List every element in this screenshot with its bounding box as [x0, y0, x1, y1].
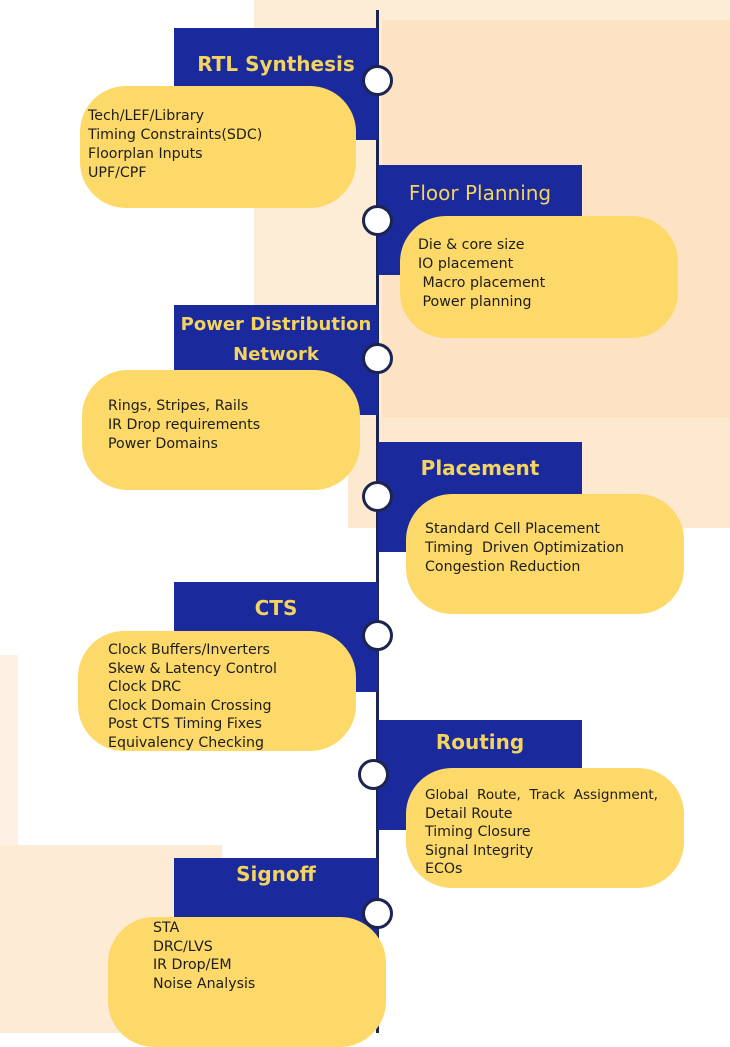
- stage-details-floor-planning: Die & core size IO placement Macro place…: [400, 216, 678, 338]
- detail-item: Timing Closure: [425, 824, 531, 840]
- stage-title: RTL Synthesis: [197, 52, 355, 76]
- detail-item: Global Route, Track Assignment,: [425, 787, 658, 803]
- stage-title-line-2: Network: [233, 344, 319, 365]
- detail-item: Rings, Stripes, Rails: [108, 398, 249, 414]
- stage-details-rtl-synthesis: Tech/LEF/Library Timing Constraints(SDC)…: [80, 86, 356, 208]
- detail-item: Detail Route: [425, 805, 513, 822]
- timeline-node-cts: [362, 620, 393, 651]
- detail-item: DRC/LVS: [153, 938, 213, 955]
- timeline-node-floor-planning: [362, 205, 393, 236]
- detail-item: Floorplan Inputs: [88, 146, 203, 162]
- stage-details-signoff: STA DRC/LVS IR Drop/EM Noise Analysis: [108, 917, 386, 1047]
- stage-details-cts: Clock Buffers/Inverters Skew & Latency C…: [78, 631, 356, 751]
- detail-item: Standard Cell Placement: [425, 521, 600, 537]
- detail-item: IR Drop requirements: [108, 417, 261, 433]
- stage-title: Placement: [420, 456, 540, 480]
- detail-item: Timing Constraints(SDC): [88, 127, 263, 143]
- detail-item: Equivalency Checking: [108, 734, 264, 751]
- detail-item: Power planning: [418, 294, 532, 310]
- detail-item: Signal Integrity: [425, 842, 534, 859]
- timeline-spine: [376, 10, 379, 1033]
- detail-item: Macro placement: [418, 275, 546, 291]
- stage-title: CTS: [254, 596, 298, 620]
- detail-item: Clock Buffers/Inverters: [108, 642, 270, 658]
- detail-item: Clock DRC: [108, 679, 182, 695]
- backdrop-panel-left: [0, 655, 18, 845]
- stage-title: Signoff: [236, 862, 316, 886]
- detail-item: Die & core size: [418, 237, 525, 253]
- stage-details-placement: Standard Cell Placement Timing Driven Op…: [406, 494, 684, 614]
- timeline-node-signoff: [362, 898, 393, 929]
- stage-title: Floor Planning: [408, 181, 552, 205]
- detail-item: Skew & Latency Control: [108, 660, 278, 677]
- timeline-node-placement: [362, 481, 393, 512]
- detail-item: STA: [153, 920, 180, 936]
- detail-item: UPF/CPF: [88, 165, 147, 181]
- detail-item: Congestion Reduction: [425, 559, 581, 575]
- stage-details-power-distribution-network: Rings, Stripes, Rails IR Drop requiremen…: [82, 370, 360, 490]
- timeline-node-routing: [358, 759, 389, 790]
- detail-item: Power Domains: [108, 436, 218, 452]
- detail-item: IR Drop/EM: [153, 957, 232, 973]
- detail-item: Tech/LEF/Library: [88, 108, 204, 124]
- detail-item: Clock Domain Crossing: [108, 697, 272, 714]
- timeline-node-power-distribution-network: [362, 343, 393, 374]
- stage-title: Routing: [435, 730, 525, 754]
- detail-item: ECOs: [425, 861, 463, 877]
- detail-item: Noise Analysis: [153, 975, 256, 992]
- detail-item: Timing Driven Optimization: [425, 540, 625, 556]
- stage-details-routing: Global Route, Track Assignment, Detail R…: [406, 768, 684, 888]
- timeline-node-rtl-synthesis: [362, 65, 393, 96]
- stage-title-line-1: Power Distribution: [180, 314, 372, 335]
- detail-item: Post CTS Timing Fixes: [108, 716, 262, 732]
- detail-item: IO placement: [418, 256, 514, 272]
